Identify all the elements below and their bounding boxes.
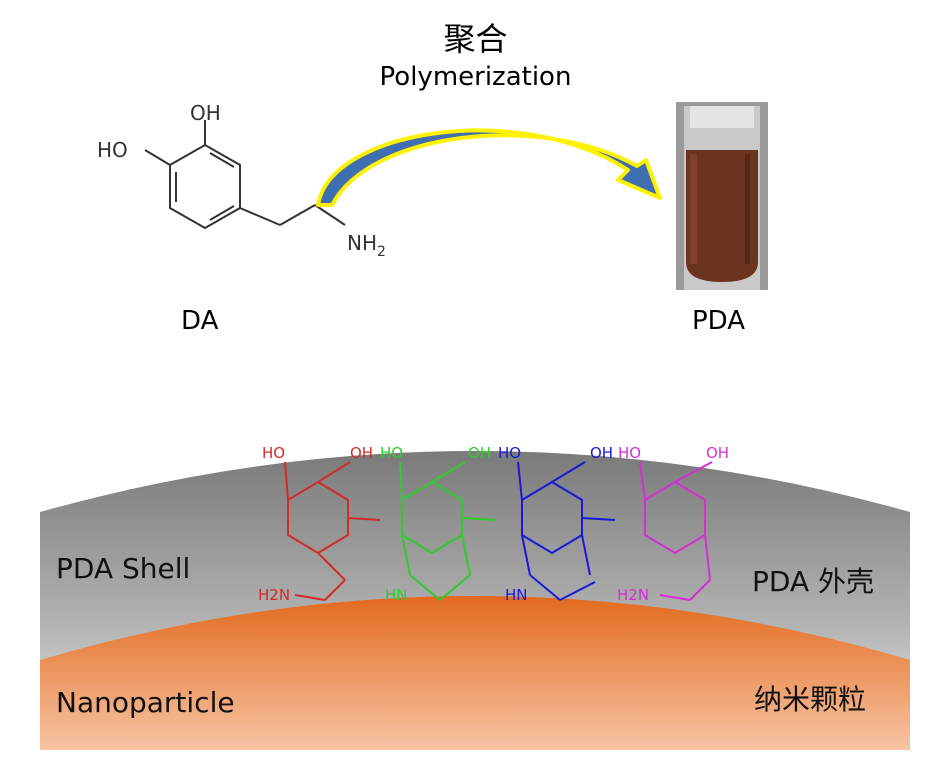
unit3-oh2: OH xyxy=(590,444,613,462)
dopamine-structure xyxy=(144,120,346,230)
oh-left-label: HO xyxy=(97,138,128,162)
nanoparticle-core xyxy=(40,596,910,750)
unit4-amine: H2N xyxy=(617,586,649,604)
title-english: Polymerization xyxy=(379,62,572,92)
pda-label: PDA xyxy=(692,306,746,336)
unit1-oh1: HO xyxy=(262,444,285,462)
polymer-unit-1 xyxy=(284,461,381,601)
nanoparticle-scene: HO OH H2N HO OH HN HO OH HN HO OH H2N xyxy=(40,444,910,750)
unit2-amine: HN xyxy=(385,586,408,604)
shell-label: PDA Shell xyxy=(56,552,191,585)
unit4-oh1: HO xyxy=(618,444,641,462)
polymer-unit-4 xyxy=(639,461,713,601)
core-label-cn: 纳米颗粒 xyxy=(754,683,867,716)
shell-label-cn: PDA 外壳 xyxy=(752,565,875,598)
reaction-scheme: OH HO NH2 xyxy=(97,101,768,290)
oh-top-label: OH xyxy=(190,101,221,125)
unit1-oh2: OH xyxy=(350,444,373,462)
polymer-unit-2 xyxy=(399,461,496,601)
title-chinese: 聚合 xyxy=(443,20,508,58)
pda-vial xyxy=(676,102,768,290)
polymerization-arrow xyxy=(316,128,662,207)
da-label: DA xyxy=(181,306,219,336)
core-label: Nanoparticle xyxy=(56,686,235,719)
polymer-unit-3 xyxy=(517,461,616,601)
unit1-amine: H2N xyxy=(258,586,290,604)
unit4-oh2: OH xyxy=(706,444,729,462)
unit3-oh1: HO xyxy=(498,444,521,462)
unit2-oh1: HO xyxy=(380,444,403,462)
amine-label: NH2 xyxy=(347,231,386,260)
unit2-oh2: OH xyxy=(468,444,491,462)
unit3-amine: HN xyxy=(505,586,528,604)
